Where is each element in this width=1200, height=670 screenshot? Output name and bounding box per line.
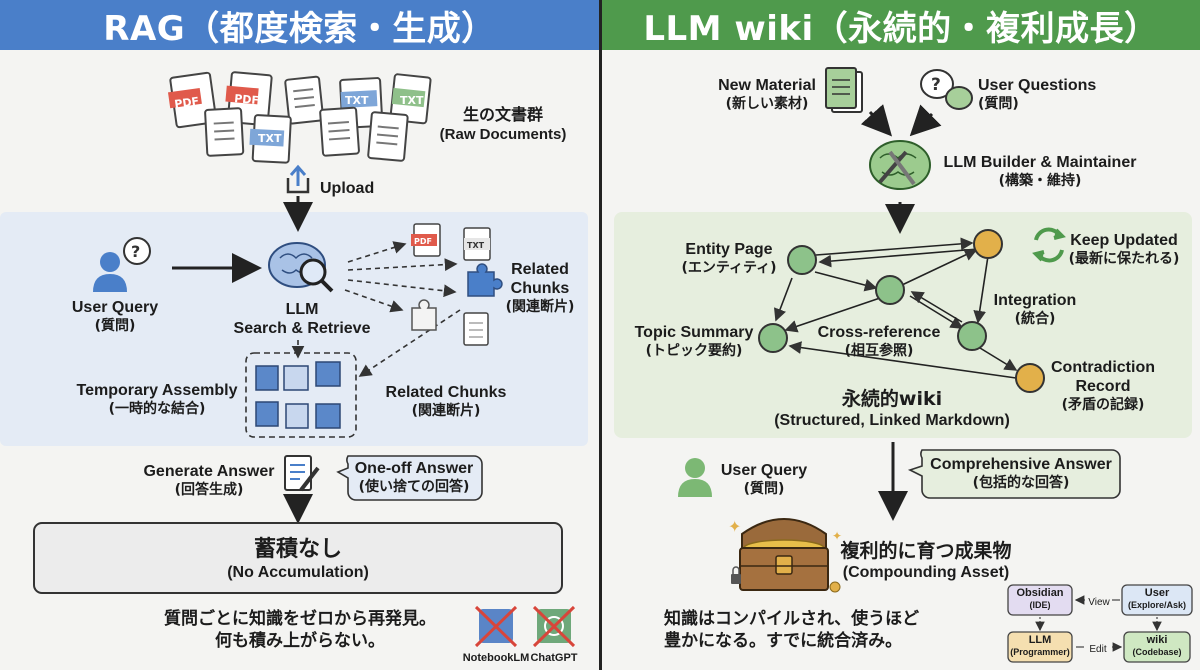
temporary-assembly-box bbox=[245, 352, 357, 438]
document-pen-icon bbox=[284, 455, 320, 492]
related-chunks-bottom-label: Related Chunks (関連断片) bbox=[385, 384, 507, 419]
contradiction-label: Contradiction Record (矛盾の記録) bbox=[1051, 359, 1155, 413]
related-chunks-top-label: Related Chunks (関連断片) bbox=[505, 261, 575, 315]
doc-tag: PDF bbox=[174, 95, 200, 111]
entity-page-node bbox=[787, 245, 817, 275]
rag-title: RAG（都度検索・生成） bbox=[103, 8, 496, 49]
rag-header: RAG（都度検索・生成） bbox=[0, 0, 599, 50]
wiki-footer-text: 知識はコンパイルされ、使うほど 豊かになる。すでに統合済み。 bbox=[664, 609, 920, 651]
svg-text:?: ? bbox=[931, 75, 941, 95]
new-material-icon bbox=[825, 67, 863, 113]
doc-tag: PDF bbox=[234, 92, 260, 107]
svg-text:✦: ✦ bbox=[728, 517, 741, 536]
chunk-txt-icon: TXT bbox=[463, 227, 491, 261]
doc-tag: TXT bbox=[400, 94, 424, 107]
notebooklm-label: NotebookLM bbox=[462, 652, 530, 664]
user-query-label: User Query (質問) bbox=[71, 299, 159, 334]
puzzle-piece-icon bbox=[467, 263, 503, 297]
upload-icon bbox=[286, 164, 310, 194]
contradiction-node bbox=[1015, 363, 1045, 393]
doc-tag: TXT bbox=[258, 132, 282, 145]
compounding-asset-label: 複利的に育つ成果物 (Compounding Asset) bbox=[840, 540, 1012, 581]
wiki-header: LLM wiki（永続的・複利成長） bbox=[602, 0, 1200, 50]
persistent-wiki-label: 永続的wiki (Structured, Linked Markdown) bbox=[774, 388, 1010, 429]
puzzle-piece-icon bbox=[411, 299, 437, 331]
topic-summary-node bbox=[758, 323, 788, 353]
mini-obsidian-label: Obsidian (IDE) bbox=[1016, 587, 1064, 610]
notebooklm-icon bbox=[474, 605, 518, 648]
comprehensive-answer-label: Comprehensive Answer (包括的な回答) bbox=[930, 456, 1112, 491]
generate-answer-label: Generate Answer (回答生成) bbox=[143, 463, 275, 498]
mini-flow-diagram bbox=[1007, 584, 1193, 663]
wiki-title: LLM wiki（永続的・複利成長） bbox=[643, 8, 1159, 49]
svg-text:PDF: PDF bbox=[414, 237, 432, 246]
no-accumulation-box bbox=[33, 522, 563, 594]
llm-label: LLM Search & Retrieve bbox=[233, 301, 371, 337]
chunk-pdf-icon: PDF bbox=[411, 223, 441, 257]
assembled-puzzle-icon bbox=[255, 361, 341, 429]
mini-user-label: User (Explore/Ask) bbox=[1127, 587, 1187, 610]
svg-text:?: ? bbox=[131, 242, 140, 261]
svg-text:TXT: TXT bbox=[467, 241, 485, 250]
user-person-icon bbox=[678, 458, 712, 497]
treasure-chest-icon: ✦ ✦ bbox=[728, 517, 842, 593]
chatgpt-icon bbox=[532, 605, 576, 648]
no-accumulation-label: 蓄積なし (No Accumulation) bbox=[227, 537, 369, 581]
wiki-user-query-label: User Query (質問) bbox=[720, 462, 808, 497]
one-off-answer-bubble bbox=[336, 455, 483, 501]
brain-builder-icon bbox=[869, 140, 931, 190]
chatgpt-label: ChatGPT bbox=[530, 652, 578, 664]
rag-footer-text: 質問ごとに知識をゼロから再発見。 何も積み上がらない。 bbox=[164, 609, 436, 651]
builder-label: LLM Builder & Maintainer (構築・維持) bbox=[943, 154, 1137, 189]
updated-node bbox=[973, 229, 1003, 259]
svg-text:✦: ✦ bbox=[832, 529, 842, 543]
raw-documents-label: 生の文書群 (Raw Documents) bbox=[439, 105, 567, 143]
doc-tag: TXT bbox=[345, 94, 369, 107]
lock-icon bbox=[731, 566, 741, 584]
wiki-panel bbox=[614, 212, 1192, 438]
cross-reference-label: Cross-reference (相互参照) bbox=[817, 324, 941, 359]
user-query-icon: ? bbox=[93, 237, 151, 292]
keep-updated-label: Keep Updated (最新に保たれる) bbox=[1068, 232, 1180, 267]
entity-page-label: Entity Page (エンティティ) bbox=[681, 241, 777, 276]
new-material-label: New Material (新しい素材) bbox=[718, 77, 816, 112]
mini-edit-label: Edit bbox=[1089, 644, 1107, 655]
one-off-answer-label: One-off Answer (使い捨ての回答) bbox=[354, 460, 474, 495]
topic-summary-label: Topic Summary (トピック要約) bbox=[634, 324, 754, 359]
raw-documents-icon: PDF PDF TXT TXT TXT bbox=[167, 71, 432, 164]
refresh-icon bbox=[1032, 227, 1066, 263]
rag-diagram: PDF PDF TXT TXT TXT ? PDF TXT bbox=[33, 71, 576, 648]
mini-view-label: View bbox=[1088, 597, 1110, 608]
user-questions-label: User Questions (質問) bbox=[978, 77, 1097, 112]
wiki-diagram: ? bbox=[678, 67, 1193, 663]
upload-label: Upload bbox=[320, 180, 375, 197]
mini-wiki-label: wiki (Codebase) bbox=[1132, 634, 1182, 657]
integration-node bbox=[957, 321, 987, 351]
center-divider bbox=[599, 0, 602, 670]
chunk-doc-icon bbox=[463, 312, 489, 346]
integration-label: Integration (統合) bbox=[993, 292, 1077, 327]
user-questions-icon: ? bbox=[920, 69, 973, 110]
mini-llm-label: LLM (Programmer) bbox=[1010, 634, 1070, 657]
comprehensive-answer-bubble bbox=[907, 449, 1121, 499]
center-node bbox=[875, 275, 905, 305]
brain-search-icon bbox=[268, 242, 334, 293]
temporary-assembly-label: Temporary Assembly (一時的な結合) bbox=[76, 382, 238, 417]
